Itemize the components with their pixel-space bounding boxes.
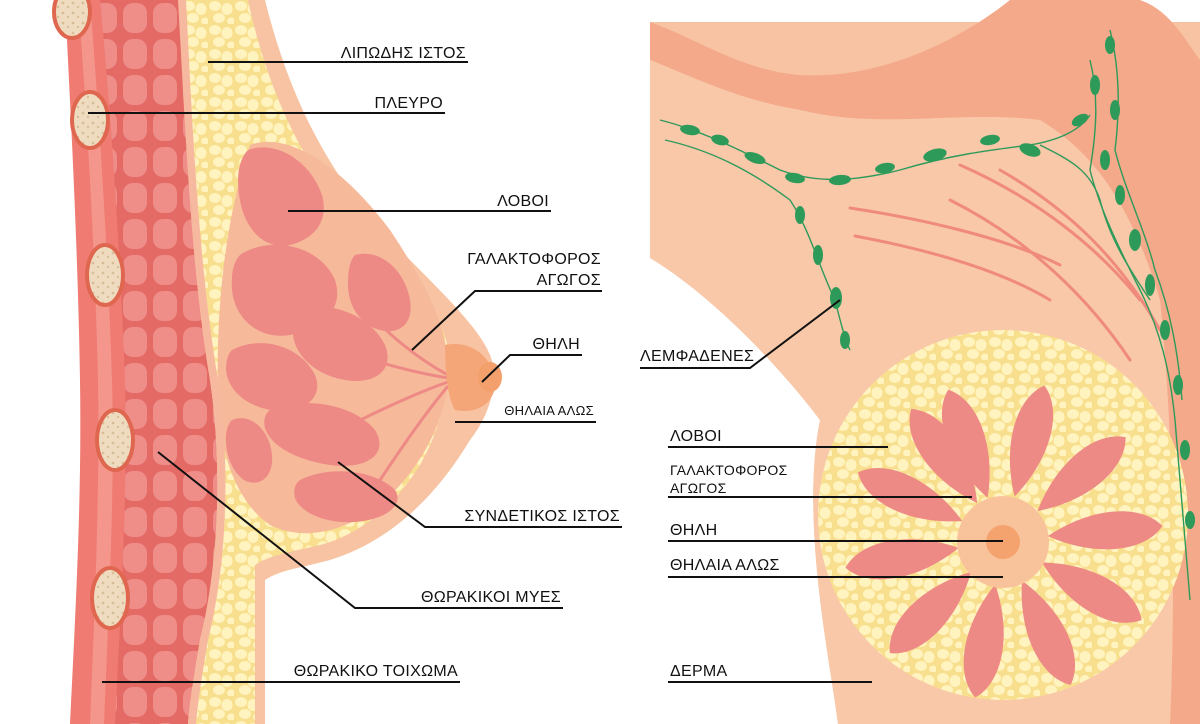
label-chest-wall: ΘΩΡΑΚΙΚΟ ΤΟΙΧΩΜΑ <box>294 663 458 680</box>
side-lobes <box>225 147 411 523</box>
front-muscle-streaks <box>848 163 1162 362</box>
label-adipose-tissue: ΛΙΠΩΔΗΣ ΙΣΤΟΣ <box>341 45 466 62</box>
label-milk-duct-front-1: ΓΑΛΑΚΤΟΦΟΡΟΣ <box>670 462 788 478</box>
label-pectoral-muscles: ΘΩΡΑΚΙΚΟΙ ΜΥΕΣ <box>421 589 561 606</box>
label-lymph-nodes: ΛΕΜΦΑΔΕΝΕΣ <box>640 348 754 365</box>
front-view: ΛΕΜΦΑΔΕΝΕΣ ΛΟΒΟΙ ΓΑΛΑΚΤΟΦΟΡΟΣ ΑΓΩΓΟΣ ΘΗΛ… <box>640 0 1200 724</box>
side-pectoral-muscle <box>100 0 218 724</box>
label-lobes-front: ΛΟΒΟΙ <box>670 428 722 445</box>
side-muscle-sheath <box>178 0 226 724</box>
label-skin: ΔΕΡΜΑ <box>670 663 728 680</box>
side-chest-wall-inner <box>78 0 113 724</box>
label-connective-tissue: ΣΥΝΔΕΤΙΚΟΣ ΙΣΤΟΣ <box>464 508 620 525</box>
label-rib: ΠΛΕΥΡΟ <box>374 95 443 112</box>
front-lobes <box>845 385 1163 698</box>
label-milk-duct-side-2: ΑΓΩΓΟΣ <box>537 272 601 289</box>
side-ducts <box>329 299 450 496</box>
label-areola-front: ΘΗΛΑΙΑ ΑΛΩΣ <box>670 557 780 574</box>
front-leader-lines <box>640 299 1003 683</box>
label-milk-duct-front-2: ΑΓΩΓΟΣ <box>670 480 727 496</box>
label-nipple-side: ΘΗΛΗ <box>533 336 580 353</box>
front-lymph-network <box>659 29 1191 601</box>
side-view: ΛΙΠΩΔΗΣ ΙΣΤΟΣ ΠΛΕΥΡΟ ΛΟΒΟΙ ΓΑΛΑΚΤΟΦΟΡΟΣ … <box>52 0 622 724</box>
side-areola <box>445 344 496 411</box>
label-lobes-side: ΛΟΒΟΙ <box>497 193 549 210</box>
side-ribs <box>52 0 135 630</box>
label-areola-side: ΘΗΛΑΙΑ ΑΛΩΣ <box>504 403 594 418</box>
label-milk-duct-side-1: ΓΑΛΑΚΤΟΦΟΡΟΣ <box>467 251 601 268</box>
front-lymph-nodes <box>680 36 1195 529</box>
front-armpit-shadow <box>650 0 1200 724</box>
label-nipple-front: ΘΗΛΗ <box>670 522 717 539</box>
side-leader-lines <box>88 61 622 683</box>
